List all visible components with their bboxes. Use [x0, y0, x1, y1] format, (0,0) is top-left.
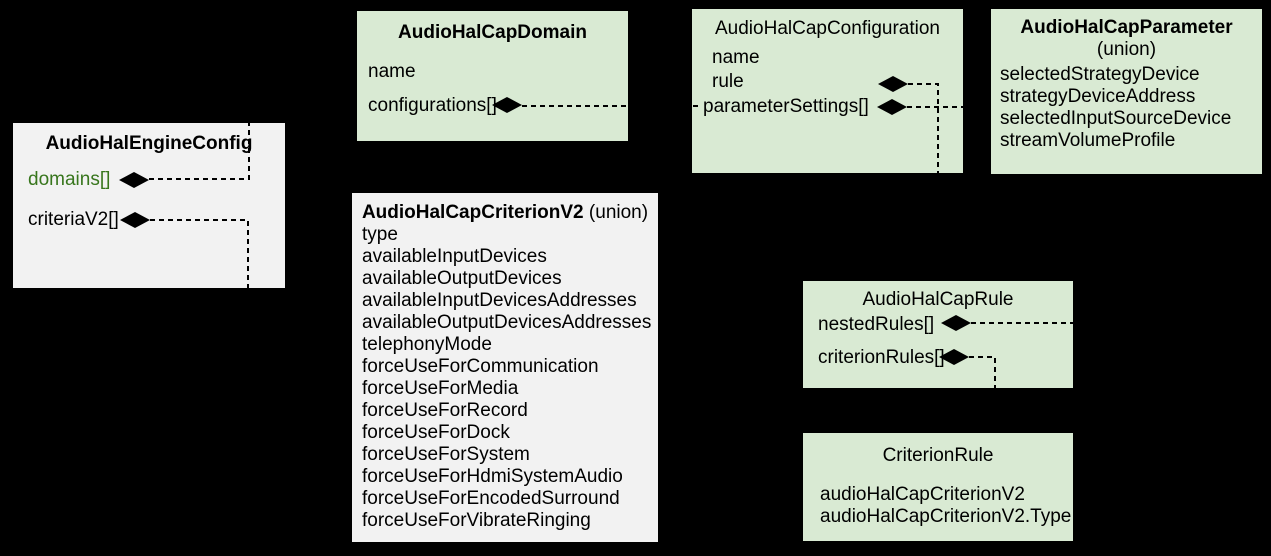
field-telephony-mode: telephonyMode — [362, 334, 492, 355]
field-force-use-for-hdmi-system-audio: forceUseForHdmiSystemAudio — [362, 466, 623, 487]
class-title: AudioHalCapRule — [862, 289, 1014, 310]
field-name: name — [368, 61, 416, 82]
field-audio-hal-cap-criterion-v2-type: audioHalCapCriterionV2.Type — [820, 506, 1072, 527]
class-subtitle: (union) — [1096, 39, 1157, 60]
class-box-audio-hal-cap-parameter: AudioHalCapParameter (union) selectedStr… — [991, 9, 1262, 174]
field-force-use-for-media: forceUseForMedia — [362, 378, 519, 399]
field-force-use-for-encoded-surround: forceUseForEncodedSurround — [362, 488, 620, 509]
field-selected-input-source-device: selectedInputSourceDevice — [1000, 108, 1232, 129]
field-domains: domains[] — [28, 169, 111, 190]
field-available-output-devices: availableOutputDevices — [362, 268, 562, 289]
class-title: CriterionRule — [882, 445, 994, 466]
class-box-audio-hal-cap-rule: AudioHalCapRule nestedRules[] criterionR… — [803, 281, 1073, 388]
field-configurations: configurations[] — [368, 95, 497, 116]
field-available-input-devices: availableInputDevices — [362, 246, 547, 267]
field-available-input-devices-addresses: availableInputDevicesAddresses — [362, 290, 637, 311]
field-selected-strategy-device: selectedStrategyDevice — [1000, 64, 1200, 85]
class-box-audio-hal-cap-configuration: AudioHalCapConfiguration name rule param… — [692, 9, 963, 173]
class-title: AudioHalCapCriterionV2 (union) — [352, 202, 658, 224]
class-title: AudioHalCapParameter — [1020, 17, 1233, 38]
class-title: AudioHalCapDomain — [398, 22, 587, 43]
field-stream-volume-profile: streamVolumeProfile — [1000, 130, 1176, 151]
class-title-name: AudioHalCapCriterionV2 — [361, 202, 584, 223]
field-criterion-rules: criterionRules[] — [818, 347, 945, 368]
class-title: AudioHalEngineConfig — [45, 133, 253, 154]
field-parameter-settings: parameterSettings[] — [703, 96, 869, 117]
field-type: type — [362, 224, 398, 245]
field-nested-rules: nestedRules[] — [818, 314, 935, 335]
field-force-use-for-dock: forceUseForDock — [362, 422, 510, 443]
field-audio-hal-cap-criterion-v2: audioHalCapCriterionV2 — [820, 484, 1025, 505]
field-available-output-devices-addresses: availableOutputDevicesAddresses — [362, 312, 652, 333]
class-title-union-suffix: (union) — [583, 202, 649, 223]
class-title: AudioHalCapConfiguration — [715, 18, 940, 39]
class-box-audio-hal-cap-criterion-v2: AudioHalCapCriterionV2 (union) type avai… — [352, 193, 658, 542]
class-box-criterion-rule: CriterionRule audioHalCapCriterionV2 aud… — [803, 433, 1073, 541]
field-criteria-v2: criteriaV2[] — [28, 209, 119, 230]
field-force-use-for-communication: forceUseForCommunication — [362, 356, 599, 377]
field-force-use-for-vibrate-ringing: forceUseForVibrateRinging — [362, 510, 591, 531]
class-box-audio-hal-engine-config: AudioHalEngineConfig domains[] criteriaV… — [13, 123, 285, 288]
field-force-use-for-record: forceUseForRecord — [362, 400, 528, 421]
class-box-audio-hal-cap-domain: AudioHalCapDomain name configurations[] — [357, 11, 628, 141]
field-name: name — [712, 47, 760, 68]
field-strategy-device-address: strategyDeviceAddress — [1000, 86, 1196, 107]
field-force-use-for-system: forceUseForSystem — [362, 444, 530, 465]
field-rule: rule — [712, 71, 744, 92]
